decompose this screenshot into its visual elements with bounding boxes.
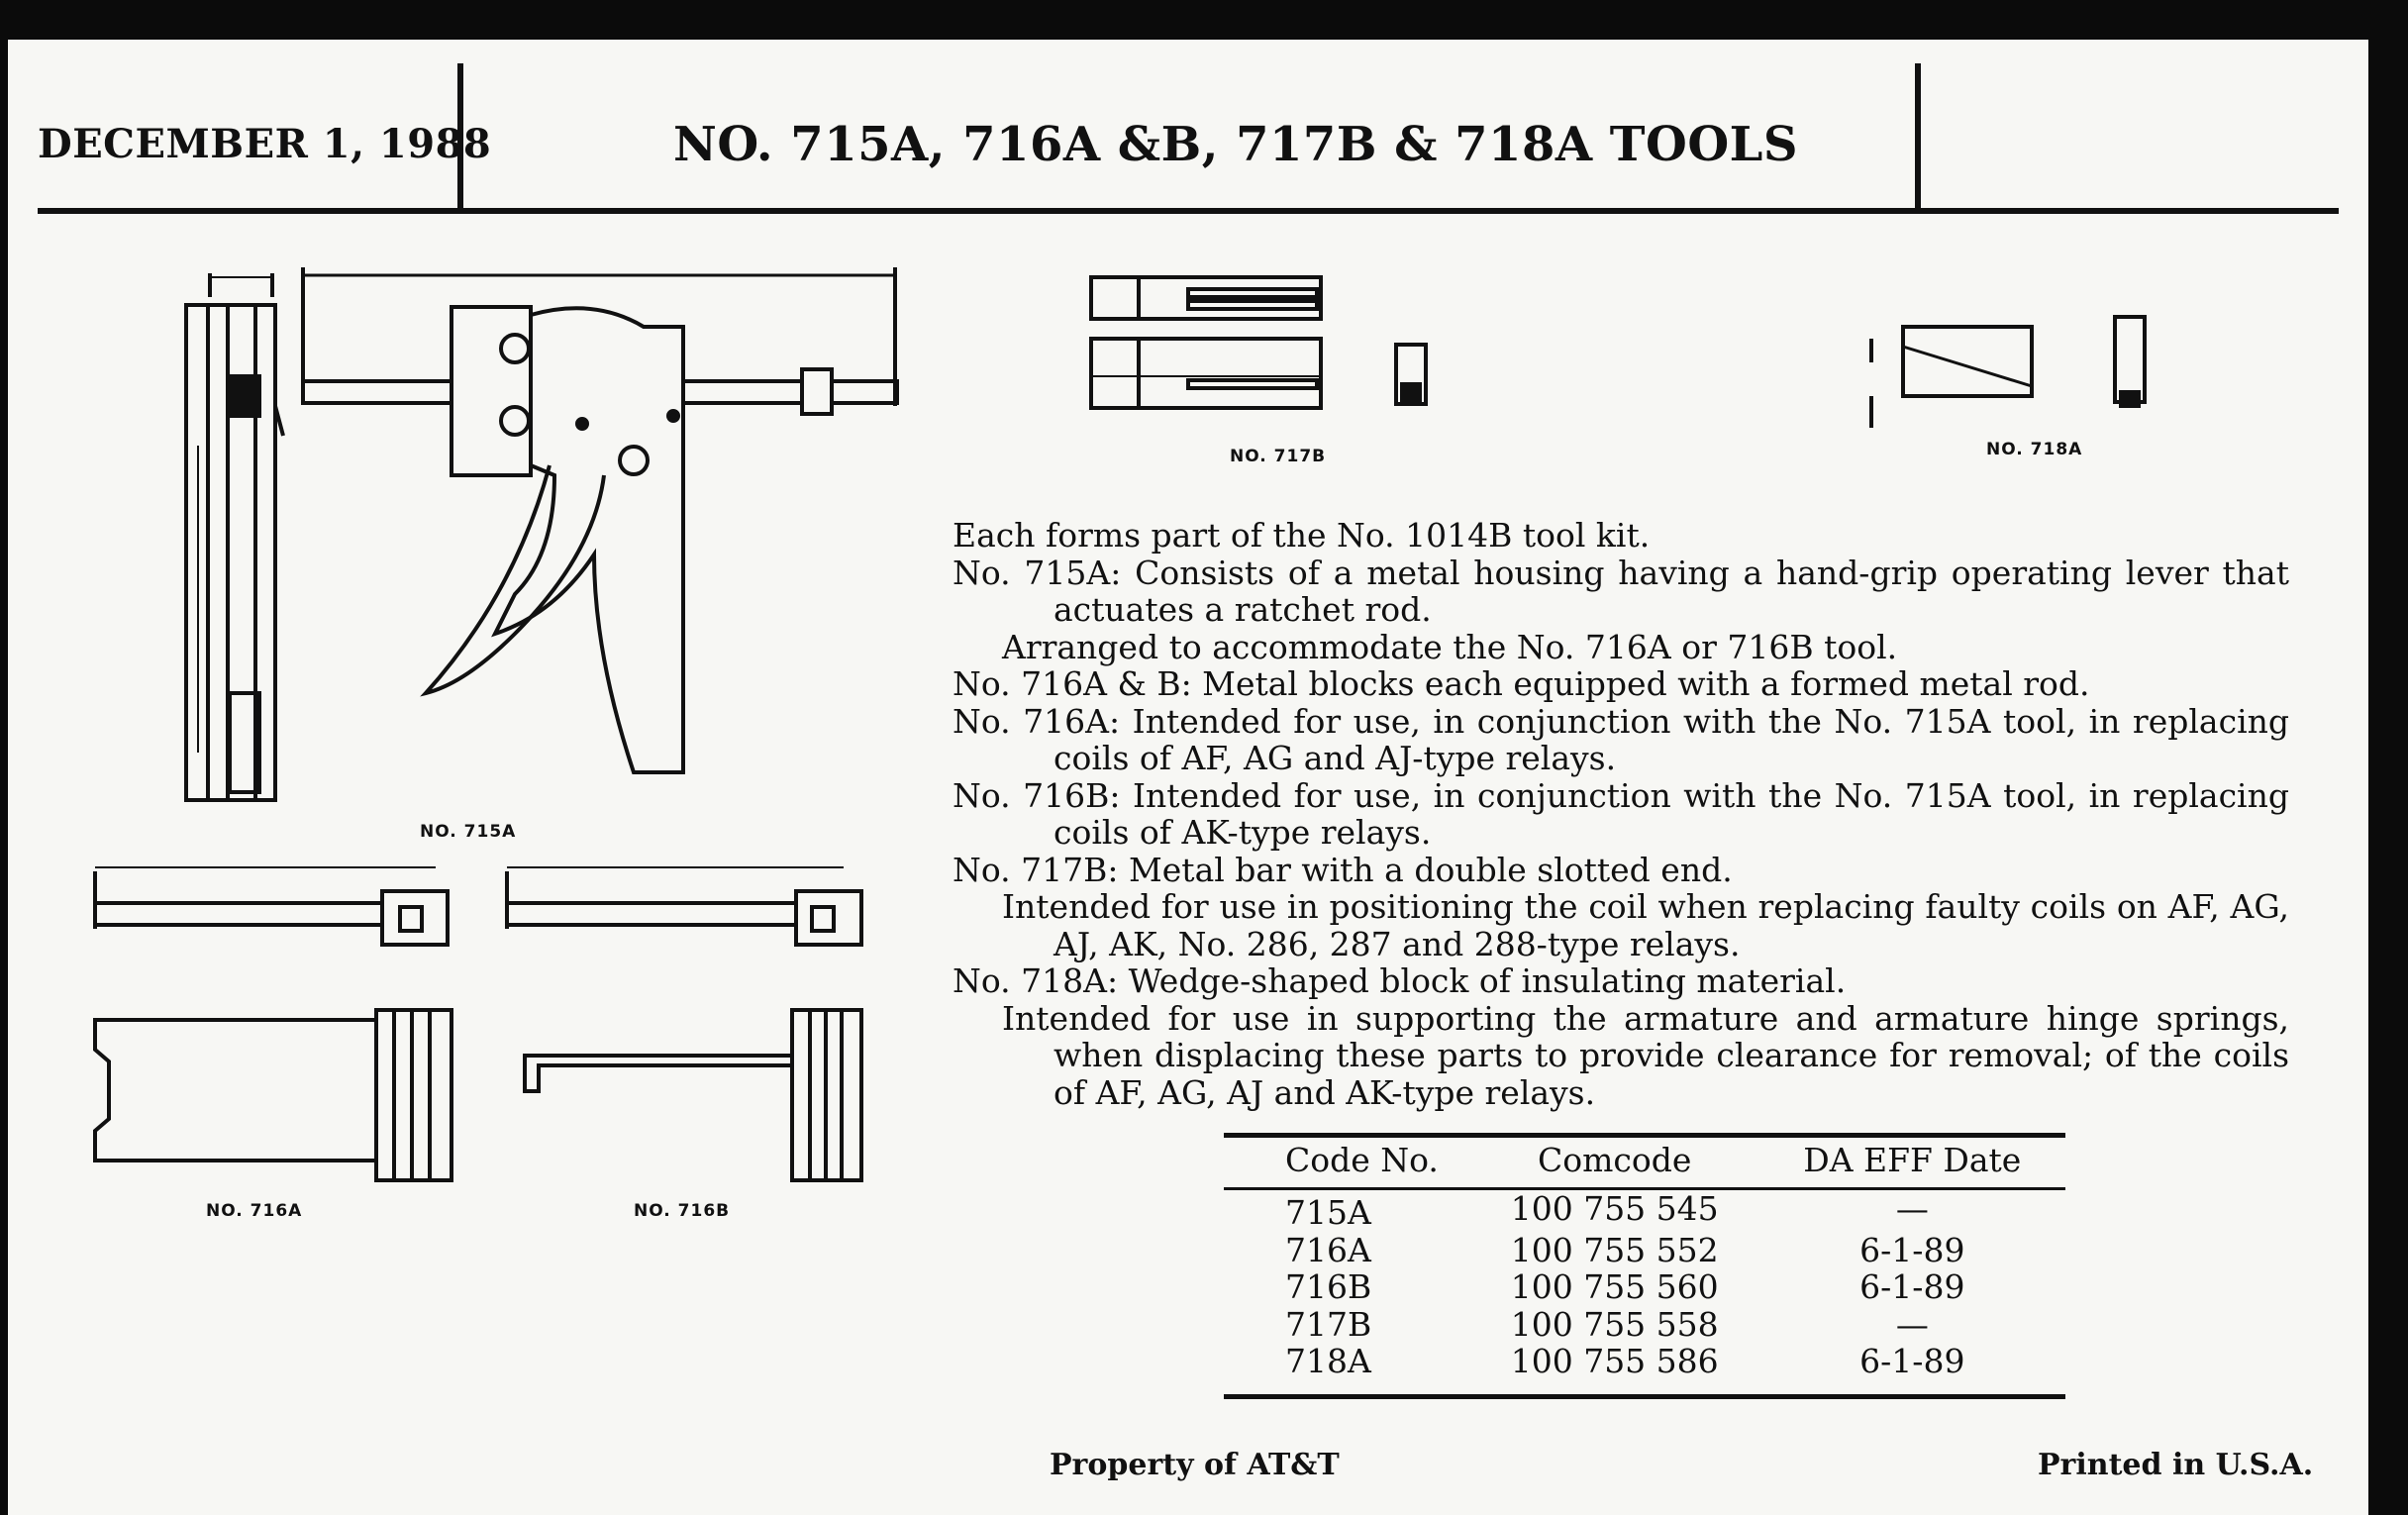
table-row: 716A 100 755 552 6-1-89 bbox=[1224, 1230, 2065, 1269]
header-comcode: Comcode bbox=[1537, 1140, 1692, 1179]
figure-caption-718A: NO. 718A bbox=[1986, 440, 2083, 459]
figure-caption-716A: NO. 716A bbox=[206, 1201, 303, 1221]
figure-caption-716B: NO. 716B bbox=[634, 1201, 731, 1221]
tool-715A-side-view bbox=[184, 273, 285, 802]
tool-716B-top-view bbox=[505, 866, 863, 947]
table-top-rule bbox=[1224, 1133, 2065, 1138]
tool-716A-side-view bbox=[93, 1008, 453, 1182]
desc-718A: No. 718A: Wedge-shaped block of insulati… bbox=[953, 961, 1847, 1000]
table-row: 716B 100 755 560 6-1-89 bbox=[1224, 1268, 2065, 1306]
tool-descriptions: Each forms part of the No. 1014B tool ki… bbox=[953, 517, 2289, 1111]
figure-caption-715A: NO. 715A bbox=[420, 822, 517, 842]
cell-date: — bbox=[1895, 1189, 1929, 1228]
desc-715A: No. 715A: Consists of a metal housing ha… bbox=[953, 553, 2289, 629]
cell-date: 6-1-89 bbox=[1859, 1267, 1965, 1306]
document-title: NO. 715A, 716A &B, 717B & 718A TOOLS bbox=[673, 117, 1799, 172]
header-rule bbox=[38, 208, 2339, 214]
tool-718A-drawing bbox=[1869, 315, 2147, 428]
desc-716AB: No. 716A & B: Metal blocks each equipped… bbox=[953, 664, 2090, 703]
cell-comcode: 100 755 560 bbox=[1510, 1267, 1719, 1306]
cell-code: 716B bbox=[1285, 1267, 1372, 1306]
desc-716A: No. 716A: Intended for use, in conjuncti… bbox=[953, 701, 2289, 777]
document-page bbox=[8, 40, 2368, 1515]
header-divider-left bbox=[457, 63, 463, 212]
desc-716B: No. 716B: Intended for use, in conjuncti… bbox=[953, 775, 2289, 852]
footer-property: Property of AT&T bbox=[1050, 1448, 1340, 1482]
table-row: 718A 100 755 586 6-1-89 bbox=[1224, 1343, 2065, 1380]
table-bottom-rule bbox=[1224, 1394, 2065, 1399]
tool-717B-drawing bbox=[1089, 275, 1428, 410]
table-row: 717B 100 755 558 — bbox=[1224, 1304, 2065, 1344]
desc-715A-note: Arranged to accommodate the No. 716A or … bbox=[1002, 627, 1898, 666]
tool-715A-main-view bbox=[301, 267, 899, 774]
cell-comcode: 100 755 558 bbox=[1510, 1304, 1719, 1344]
header-divider-right bbox=[1915, 63, 1921, 212]
cell-code: 716A bbox=[1285, 1230, 1371, 1269]
cell-comcode: 100 755 552 bbox=[1510, 1230, 1719, 1269]
tool-716A-top-view bbox=[93, 866, 450, 947]
cell-comcode: 100 755 545 bbox=[1510, 1189, 1719, 1228]
header-code-no: Code No. bbox=[1285, 1140, 1439, 1179]
cell-date: 6-1-89 bbox=[1859, 1230, 1965, 1269]
footer-printed: Printed in U.S.A. bbox=[2038, 1448, 2314, 1482]
document-date: DECEMBER 1, 1988 bbox=[38, 121, 492, 167]
cell-code: 715A bbox=[1285, 1193, 1371, 1232]
table-header-row: Code No. Comcode DA EFF Date bbox=[1224, 1133, 2065, 1186]
desc-717B: No. 717B: Metal bar with a double slotte… bbox=[953, 850, 1733, 889]
header-da-eff-date: DA EFF Date bbox=[1803, 1140, 2022, 1179]
desc-717B-note: Intended for use in positioning the coil… bbox=[1002, 887, 2289, 963]
code-table: Code No. Comcode DA EFF Date 715A 100 75… bbox=[1224, 1133, 2065, 1380]
cell-code: 718A bbox=[1285, 1342, 1371, 1380]
cell-date: 6-1-89 bbox=[1859, 1342, 1965, 1380]
figure-caption-717B: NO. 717B bbox=[1230, 447, 1327, 466]
desc-718A-note: Intended for use in supporting the armat… bbox=[1002, 998, 2289, 1112]
cell-date: — bbox=[1895, 1304, 1929, 1344]
table-row: 715A 100 755 545 — bbox=[1224, 1186, 2065, 1232]
cell-comcode: 100 755 586 bbox=[1510, 1342, 1719, 1380]
kit-note: Each forms part of the No. 1014B tool ki… bbox=[953, 516, 1651, 555]
table-header-rule bbox=[1224, 1187, 2065, 1190]
tool-716B-side-view bbox=[523, 1008, 863, 1182]
cell-code: 717B bbox=[1285, 1304, 1372, 1344]
